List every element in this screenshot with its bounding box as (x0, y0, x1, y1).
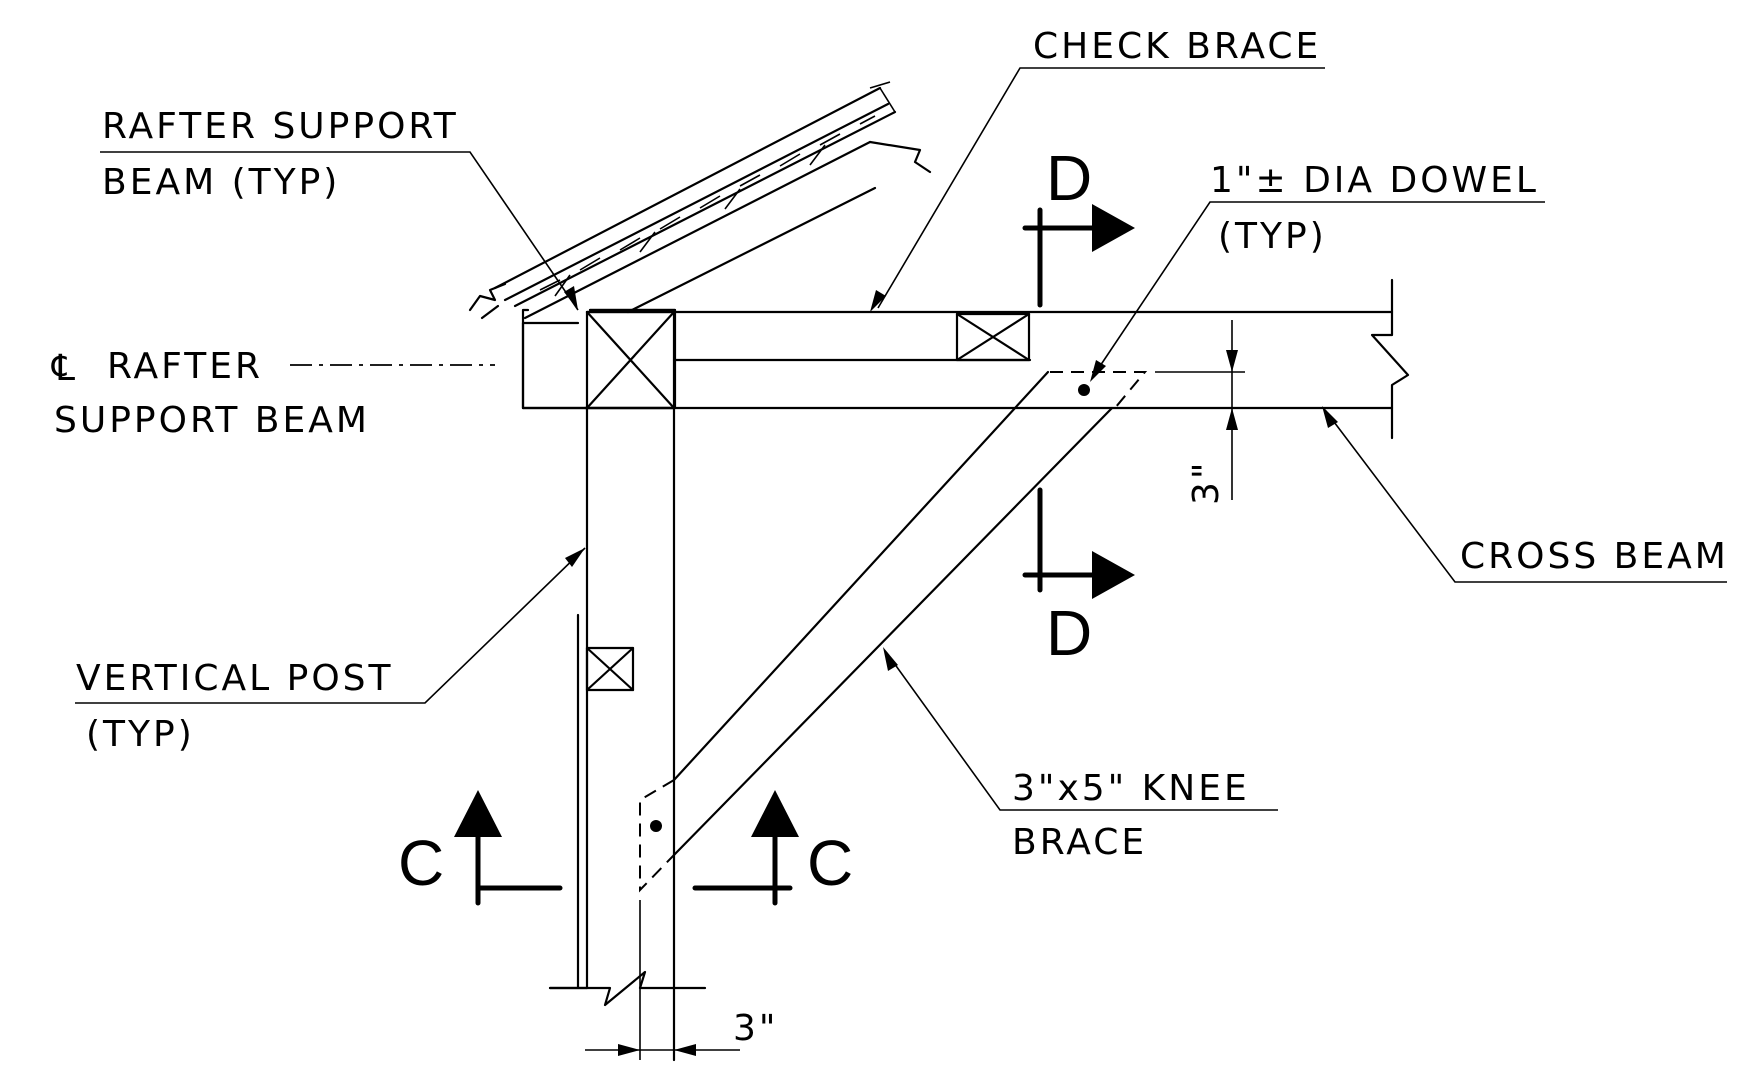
dowel-label-line1: 1"± DIA DOWEL (1210, 160, 1539, 201)
cl-rafter-label-line2: SUPPORT BEAM (54, 400, 370, 441)
rafter-support-beam-label-line2: BEAM (TYP) (102, 162, 340, 203)
section-d-bottom-label: D (1046, 597, 1092, 669)
check-brace (585, 186, 1394, 362)
knee-brace (639, 370, 1148, 893)
section-c-right-marker (692, 790, 799, 906)
horizontal-dimension-label: 3" (733, 1008, 778, 1049)
cross-beam (521, 278, 1410, 440)
check-brace-label: CHECK BRACE (1033, 26, 1321, 67)
leader-lines (75, 67, 1727, 811)
vertical-post (548, 406, 707, 1062)
roof-rafter (468, 81, 932, 320)
vertical-post-label-line1: VERTICAL POST (76, 658, 394, 699)
section-c-left-label: C (398, 827, 444, 899)
section-d-top-marker (1022, 204, 1135, 308)
cross-beam-label: CROSS BEAM (1460, 536, 1729, 577)
knee-brace-label-line1: 3"x5" KNEE (1012, 768, 1250, 809)
section-d-top-label: D (1046, 142, 1092, 214)
knee-brace-label-line2: BRACE (1012, 822, 1147, 863)
rafter-support-beam-label-line1: RAFTER SUPPORT (102, 106, 459, 147)
cl-rafter-label-line1: RAFTER (107, 346, 263, 387)
section-d-bottom-marker (1022, 487, 1135, 599)
vertical-dimension-label: 3" (1186, 460, 1227, 505)
centerline-symbol: ℄ (51, 348, 78, 389)
dowel-label-line2: (TYP) (1218, 216, 1327, 257)
section-c-left-marker (454, 790, 563, 906)
vertical-post-label-line2: (TYP) (86, 714, 195, 755)
vertical-dimension (1155, 320, 1245, 500)
rafter-support-beam-section (521, 308, 677, 410)
horizontal-dimension (585, 900, 740, 1060)
section-c-right-label: C (807, 827, 853, 899)
